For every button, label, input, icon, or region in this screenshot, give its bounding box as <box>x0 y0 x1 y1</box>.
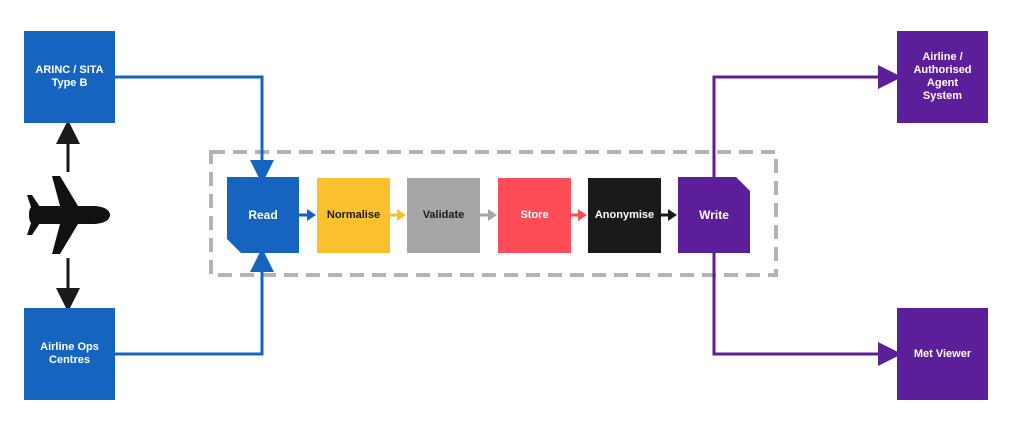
write-to-met-connector <box>712 252 902 366</box>
stage-write-label: Write <box>699 207 729 222</box>
stage-write: Write <box>678 177 750 253</box>
pipeline-arrow-read-normalise <box>299 209 316 221</box>
stage-normalise-label: Normalise <box>326 209 381 221</box>
pipeline-arrow-normalise-validate <box>390 209 406 221</box>
pipeline-frame <box>209 150 778 277</box>
dest-airline-line1: Airline / <box>922 51 963 63</box>
source-arinc-label-line2: Type B <box>51 77 88 89</box>
pipeline-arrow-store-anonymise <box>571 209 587 221</box>
source-arinc-sita-box: ARINC / SITA Type B <box>24 31 115 123</box>
read-stage-shape <box>227 177 299 253</box>
destination-airline-system-box: Airline / Authorised Agent System <box>897 31 988 123</box>
ops-to-read-connector <box>114 248 274 356</box>
stage-validate: Validate <box>407 178 480 253</box>
dest-airline-line2: Authorised <box>913 64 972 76</box>
source-airline-ops-box: Airline Ops Centres <box>24 308 115 400</box>
stage-store-label: Store <box>520 209 549 221</box>
dest-airline-line3: Agent <box>926 77 959 89</box>
dest-met-label: Met Viewer <box>913 347 972 360</box>
write-stage-shape <box>678 177 750 253</box>
stage-read-label: Read <box>248 207 278 222</box>
stage-anonymise: Anonymise <box>588 178 661 253</box>
write-to-airline-connector <box>712 65 902 179</box>
stage-store: Store <box>498 178 571 253</box>
stage-read: Read <box>227 177 299 253</box>
arinc-to-read-connector <box>114 75 274 184</box>
stage-anonymise-label: Anonymise <box>594 209 655 221</box>
pipeline-arrow-validate-store <box>480 209 497 221</box>
stage-normalise: Normalise <box>317 178 390 253</box>
stage-validate-label: Validate <box>422 209 465 221</box>
airplane-icon <box>27 176 110 254</box>
source-ops-label-line1: Airline Ops <box>40 341 99 353</box>
pipeline-arrow-anonymise-write <box>661 209 677 221</box>
source-ops-label-line2: Centres <box>49 354 90 366</box>
destination-met-viewer-box: Met Viewer <box>897 308 988 400</box>
dest-airline-line4: System <box>922 90 963 102</box>
source-arinc-label-line1: ARINC / SITA <box>35 64 104 76</box>
